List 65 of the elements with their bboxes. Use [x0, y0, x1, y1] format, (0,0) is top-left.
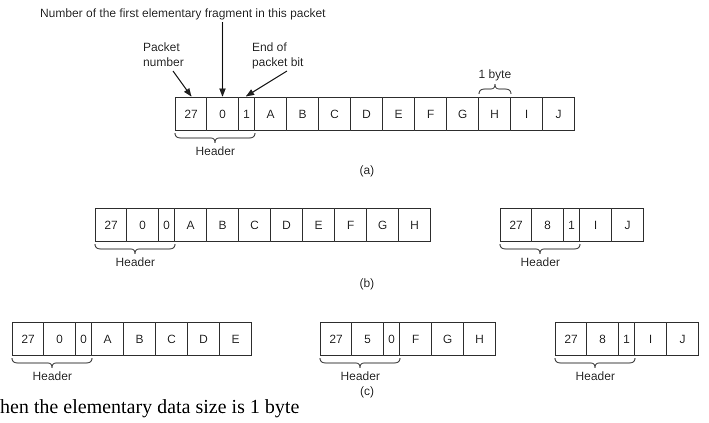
packet-cell: 0 [43, 322, 76, 356]
packet-cell: D [187, 322, 220, 356]
packet-cell: I [634, 322, 667, 356]
packet-cell: G [431, 322, 464, 356]
annotation-text: Packet number [143, 40, 203, 70]
packet-cell: 0 [383, 322, 400, 356]
leader-line [246, 70, 288, 97]
packet-cell: 27 [95, 208, 127, 242]
packet-cell: E [382, 97, 415, 131]
packet-cell: B [123, 322, 156, 356]
packet-cell: J [666, 322, 699, 356]
annotation-label: (a) [360, 163, 374, 178]
packet-cell: I [510, 97, 543, 131]
packet-cell: 1 [563, 208, 580, 242]
annotation-label: Header [196, 144, 235, 159]
annotation-text: Number of the first elementary fragment in this packet [40, 6, 326, 21]
packet-cell: 8 [531, 208, 564, 242]
annotation-label: Header [520, 255, 560, 270]
annotation-label: (b) [360, 276, 374, 291]
packet-cell: 0 [75, 322, 92, 356]
packet-cell: A [91, 322, 124, 356]
packet-cell: 0 [158, 208, 175, 242]
packet-cell: C [238, 208, 271, 242]
annotation-text: End of packet bit [252, 40, 322, 70]
packet-cell: A [254, 97, 287, 131]
annotation-label: 1 byte [478, 67, 512, 82]
packet-cell: 8 [586, 322, 619, 356]
packet-cell: A [174, 208, 207, 242]
packet-cell: J [611, 208, 644, 242]
leader-line [219, 22, 226, 97]
packet-cell: 1 [618, 322, 635, 356]
packet-cell: H [463, 322, 496, 356]
packet-cell: 27 [320, 322, 352, 356]
annotation-label: Header [32, 369, 72, 384]
packet-cell: E [302, 208, 335, 242]
packet-cell: H [478, 97, 511, 131]
packet-cell: F [334, 208, 367, 242]
packet-cell: H [398, 208, 431, 242]
packet-cell: 27 [555, 322, 587, 356]
packet-cell: 0 [126, 208, 159, 242]
caption: hen the elementary data size is 1 byte [0, 396, 300, 419]
packet-cell: C [318, 97, 351, 131]
packet-cell: I [579, 208, 612, 242]
packet-cell: D [350, 97, 383, 131]
packet-cell: B [206, 208, 239, 242]
packet-cell: E [219, 322, 252, 356]
packet-cell: 0 [206, 97, 239, 131]
annotation-label: Header [116, 255, 155, 270]
annotation-label: (c) [360, 384, 374, 399]
packet-cell: 1 [238, 97, 255, 131]
packet-cell: C [155, 322, 188, 356]
packet-cell: 27 [500, 208, 532, 242]
packet-cell: 27 [12, 322, 44, 356]
annotation-label: Header [340, 369, 380, 384]
packet-cell: F [414, 97, 447, 131]
packet-cell: D [270, 208, 303, 242]
packet-cell: J [542, 97, 575, 131]
packet-cell: 5 [351, 322, 384, 356]
leader-line [172, 70, 192, 97]
packet-cell: F [399, 322, 432, 356]
packet-cell: 27 [175, 97, 207, 131]
annotation-label: Header [576, 369, 615, 384]
packet-cell: G [366, 208, 399, 242]
packet-cell: B [286, 97, 319, 131]
packet-cell: G [446, 97, 479, 131]
